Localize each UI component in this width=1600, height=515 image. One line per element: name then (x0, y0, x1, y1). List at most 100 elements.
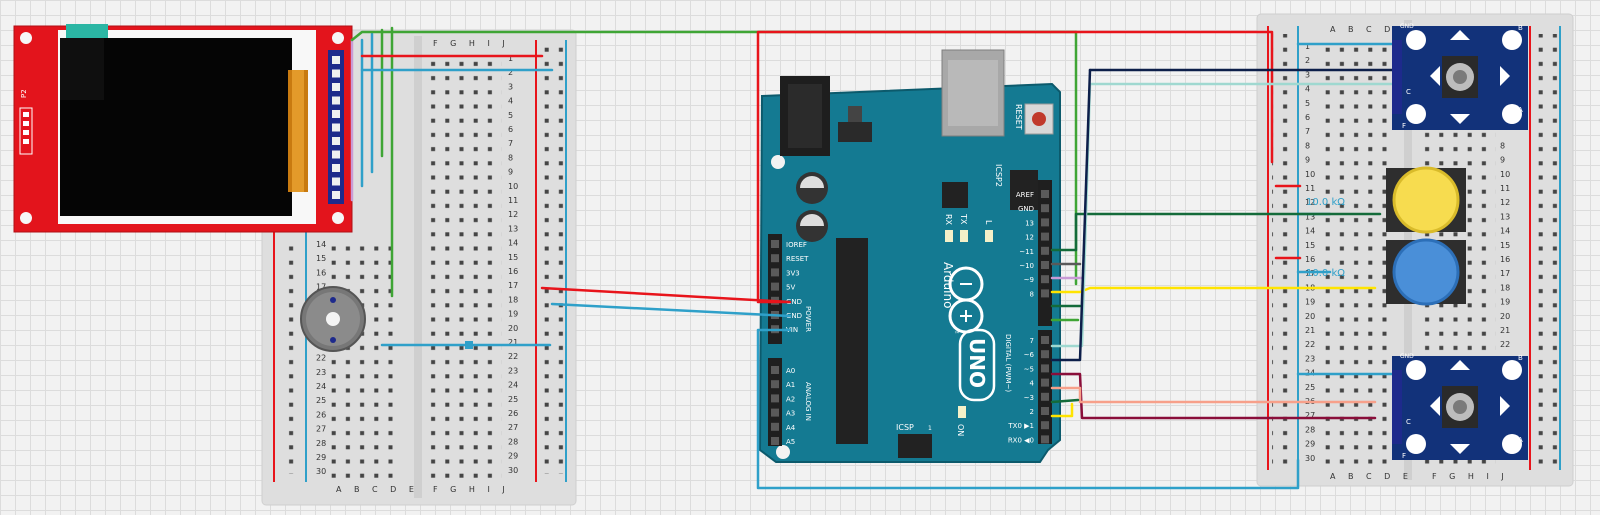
row-number: 25 (1305, 383, 1315, 392)
row-number: 4 (1305, 85, 1310, 94)
pin-socket[interactable] (1041, 289, 1049, 298)
pin-socket[interactable] (1041, 378, 1049, 387)
brand-label: Arduino (941, 262, 955, 308)
c-label: C (1406, 418, 1411, 426)
pin-socket[interactable] (771, 422, 779, 431)
row-number: 29 (316, 453, 326, 462)
row-number: 17 (1305, 269, 1315, 278)
icsp-label: ICSP (896, 423, 914, 432)
pin-label: 2 (1030, 408, 1034, 416)
pin-label: GND (786, 312, 802, 320)
row-number: 16 (508, 267, 518, 276)
pin-socket[interactable] (1041, 336, 1049, 344)
tft-display[interactable]: P2 (13, 24, 353, 233)
pin-socket[interactable] (1041, 218, 1049, 227)
f-label: F (1402, 452, 1406, 460)
rotary-encoder-bottom[interactable]: GND B A F C (1392, 353, 1528, 460)
row-number: 10 (1305, 170, 1315, 179)
pin-socket[interactable] (771, 254, 779, 263)
analog-section-label: ANALOG IN (804, 382, 812, 421)
row-number: 28 (508, 437, 518, 446)
row-number: 3 (508, 82, 513, 91)
column-labels-bottom-left: A B C D E (1330, 472, 1413, 481)
header-pin (332, 83, 340, 91)
pin-label: 13 (1025, 219, 1034, 227)
pin-socket[interactable] (771, 380, 779, 389)
power-section-label: POWER (804, 306, 812, 332)
row-number: 25 (508, 395, 518, 404)
gnd-label: GND (1400, 353, 1414, 360)
row-number: 22 (1500, 340, 1510, 349)
row-number: 10 (508, 182, 518, 191)
pin-label: A3 (786, 410, 795, 418)
row-number: 22 (508, 352, 518, 361)
pin-socket[interactable] (1041, 435, 1049, 444)
row-number: 19 (1305, 298, 1315, 307)
pin-label: A2 (786, 395, 795, 403)
pin-label: ~6 (1024, 351, 1035, 359)
column-labels-bottom-right: F G H I J (1432, 472, 1509, 481)
row-number: 24 (316, 382, 326, 391)
on-label: ON (956, 424, 965, 436)
pin-socket[interactable] (1041, 261, 1049, 269)
tx-label: TX (959, 213, 968, 225)
pin-label: A5 (786, 438, 795, 446)
pin-label: ~9 (1024, 276, 1034, 284)
row-number: 15 (316, 254, 326, 263)
header-pin (332, 150, 340, 159)
pin-socket[interactable] (1041, 275, 1049, 284)
row-number: 26 (316, 410, 326, 419)
pin-socket[interactable] (771, 366, 779, 374)
pin-socket[interactable] (1041, 350, 1049, 359)
arduino-uno[interactable]: RESET ICSP2 RX TX L ON Arduino ™ UNO (758, 49, 1061, 463)
pin-socket[interactable] (1041, 364, 1049, 373)
row-number: 13 (508, 224, 518, 233)
pin-socket[interactable] (771, 268, 779, 277)
row-number: 14 (1500, 227, 1510, 236)
rotary-encoder-top[interactable]: GND B A F C (1392, 23, 1528, 130)
pin-socket[interactable] (1041, 190, 1049, 198)
pin-socket[interactable] (1041, 232, 1049, 241)
pin-socket[interactable] (771, 394, 779, 403)
pin-socket[interactable] (1041, 421, 1049, 430)
pin-label: A0 (786, 367, 795, 375)
row-number: 25 (316, 396, 326, 405)
pin-label: 8 (1030, 290, 1034, 298)
row-number: 21 (1500, 326, 1510, 335)
header-pin (332, 56, 340, 64)
row-number: 12 (1305, 198, 1315, 207)
uno-badge: UNO (958, 328, 996, 402)
row-number: 30 (508, 466, 518, 475)
row-number: 30 (316, 467, 326, 476)
b-label: B (1518, 24, 1523, 32)
row-number: 19 (508, 310, 518, 319)
push-button-yellow[interactable] (1386, 166, 1466, 234)
pin-label: A1 (786, 381, 795, 389)
pin-socket[interactable] (771, 408, 779, 417)
tft-pin-header (332, 56, 340, 199)
resistor-1: 10.0 kΩ (1306, 197, 1345, 208)
push-button-blue[interactable] (1386, 238, 1466, 306)
resistor-value-label: 10.0 kΩ (1306, 197, 1345, 208)
pin-socket[interactable] (1041, 246, 1049, 255)
row-number: 17 (508, 281, 518, 290)
pin-socket[interactable] (1041, 407, 1049, 415)
pin-label: ~11 (1019, 248, 1034, 256)
pin-socket[interactable] (771, 240, 779, 248)
buzzer[interactable] (300, 286, 366, 352)
pin-label: 4 (1030, 380, 1035, 388)
row-number: 15 (508, 253, 518, 262)
resistor-2: 10.0 kΩ (1306, 268, 1345, 279)
row-number: 16 (1305, 255, 1315, 264)
row-number: 5 (1305, 99, 1310, 108)
pin-socket[interactable] (1041, 392, 1049, 401)
pin-socket[interactable] (1041, 204, 1049, 213)
pin-socket[interactable] (771, 282, 779, 291)
row-number: 23 (508, 366, 518, 375)
column-labels-top-left: A B C D E (1330, 25, 1413, 34)
row-number: 22 (316, 354, 326, 363)
pin-socket[interactable] (771, 437, 779, 445)
